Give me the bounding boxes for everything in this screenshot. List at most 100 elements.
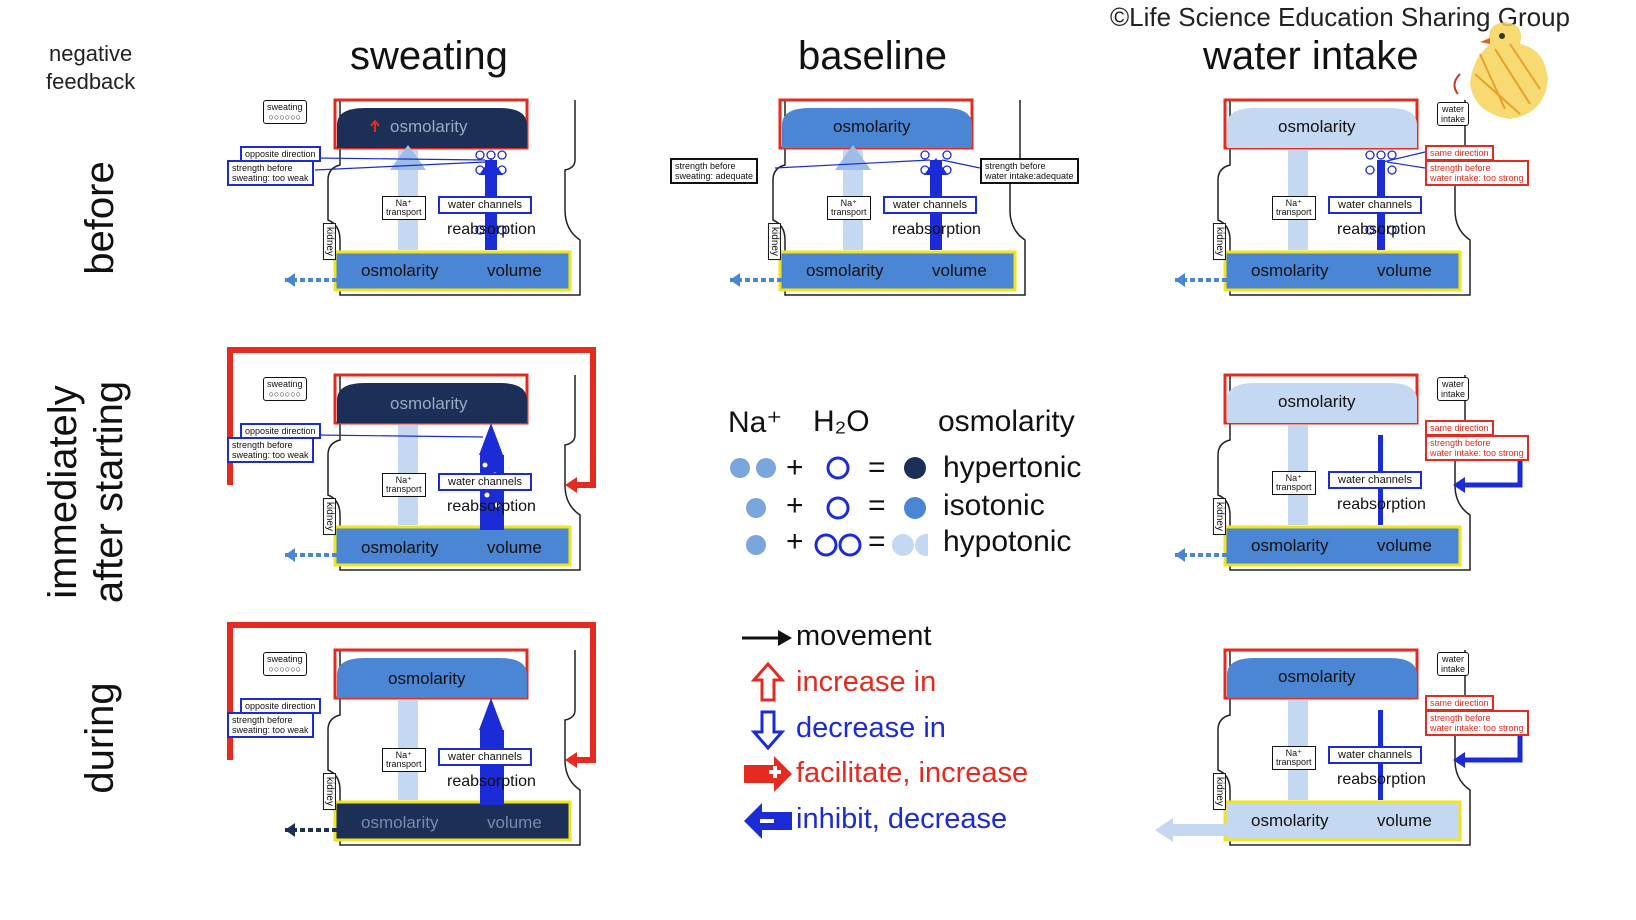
volume-label: volume (1377, 261, 1432, 280)
equals-sign: = (868, 451, 886, 484)
reabsorption-label: reabsorption (447, 773, 536, 790)
water-channels-box: water channels (1328, 746, 1422, 764)
arrow-legend-icons (742, 630, 792, 839)
hypotonic-label: hypotonic (943, 525, 1072, 558)
water-channels-box: water channels (438, 473, 532, 491)
na-transport-box: Na⁺transport (1272, 746, 1316, 770)
water-channels-box: water channels (1328, 471, 1422, 489)
panel-sweating-before: osmolarity sweating○○○○○○ opposite direc… (225, 90, 585, 310)
osmolarity-label: osmolarity (390, 394, 468, 413)
osmolarity-label: osmolarity (390, 117, 468, 136)
osmolarity-label: osmolarity (833, 117, 911, 136)
kidney-label: kidney (1212, 223, 1226, 260)
kidney-label: kidney (1212, 773, 1226, 810)
equals-sign: = (868, 525, 886, 558)
kidney-label: kidney (322, 223, 336, 260)
kidney-diagram (285, 98, 581, 296)
volume-label: volume (932, 261, 987, 280)
sweating-badge: sweating○○○○○○ (263, 377, 307, 401)
legend-header-h2o: H₂O (813, 405, 870, 438)
row-header-during: during (78, 682, 122, 794)
panel-sweating-during: osmolarity sweating○○○○○○ opposite direc… (225, 620, 596, 846)
opposite-direction-label: opposite direction (240, 146, 321, 162)
na-transport-box: Na⁺transport (1272, 196, 1316, 220)
osmolarity-label: osmolarity (1278, 667, 1356, 686)
kidney-diagram (730, 98, 1026, 296)
kidney-diagram (227, 622, 596, 846)
osmolarity-label: osmolarity (1278, 392, 1356, 411)
kidney-diagram (227, 347, 596, 571)
same-direction-label: same direction (1425, 420, 1494, 436)
na-transport-box: Na⁺transport (827, 196, 871, 220)
kidney-diagram (1175, 98, 1471, 296)
plus-sign: + (786, 489, 804, 522)
volume-label: volume (487, 813, 542, 832)
composition-legend: Na⁺ H₂O osmolarity + + + = = = hypertoni… (728, 405, 1108, 565)
movement-label: movement (796, 620, 932, 652)
osmolarity-bottom-label: osmolarity (361, 538, 439, 557)
volume-label: volume (487, 538, 542, 557)
column-header-sweating: sweating (350, 34, 508, 78)
kidney-label: kidney (322, 773, 336, 810)
kidney-label: kidney (1212, 498, 1226, 535)
reabsorption-label: reabsorption (892, 221, 981, 238)
legend-symbols (730, 456, 928, 557)
osmolarity-bottom-label: osmolarity (806, 261, 884, 280)
duck-logo (1450, 14, 1560, 129)
osmolarity-bottom-label: osmolarity (361, 813, 439, 832)
reabsorption-label: reabsorption (1337, 771, 1426, 788)
reabsorption-label: reabsorption (447, 221, 536, 238)
water-channels-box: water channels (883, 196, 977, 214)
sweating-badge: sweating○○○○○○ (263, 100, 307, 124)
volume-label: volume (1377, 536, 1432, 555)
same-direction-label: same direction (1425, 145, 1494, 161)
na-transport-box: Na⁺transport (1272, 471, 1316, 495)
osmolarity-label: osmolarity (388, 669, 466, 688)
reabsorption-label: reabsorption (1337, 496, 1426, 513)
kidney-label: kidney (322, 498, 336, 535)
osmolarity-bottom-label: osmolarity (1251, 261, 1329, 280)
na-transport-box: Na⁺transport (382, 196, 426, 220)
reabsorption-label: reabsorption (1337, 221, 1426, 238)
osmolarity-bottom-label: osmolarity (1251, 811, 1329, 830)
na-transport-box: Na⁺transport (382, 748, 426, 772)
osmolarity-bottom-label: osmolarity (1251, 536, 1329, 555)
equals-sign: = (868, 489, 886, 522)
water-channels-box: water channels (1328, 196, 1422, 214)
panel-sweating-immediately: osmolarity sweating○○○○○○ opposite direc… (225, 345, 596, 571)
inhibit-label: inhibit, decrease (796, 803, 1008, 835)
column-header-water-intake: water intake (1203, 34, 1419, 78)
arrow-legend: movement increase in decrease in facilit… (740, 620, 1100, 850)
hypertonic-label: hypertonic (943, 451, 1082, 484)
reabsorption-label: reabsorption (447, 498, 536, 515)
corner-title: negative feedback (46, 41, 136, 94)
volume-label: volume (1377, 811, 1432, 830)
isotonic-label: isotonic (943, 489, 1045, 522)
water-channels-box: water channels (438, 748, 532, 766)
osmolarity-label: osmolarity (1278, 117, 1356, 136)
water-channels-box: water channels (438, 196, 532, 214)
row-header-before: before (78, 161, 122, 275)
kidney-label: kidney (767, 223, 781, 260)
plus-sign: + (786, 525, 804, 558)
row-header-immediately: immediately after starting (41, 380, 131, 604)
na-transport-box: Na⁺transport (382, 473, 426, 497)
legend-header-na: Na⁺ (728, 406, 783, 439)
volume-label: volume (487, 261, 542, 280)
osmolarity-bottom-label: osmolarity (361, 261, 439, 280)
